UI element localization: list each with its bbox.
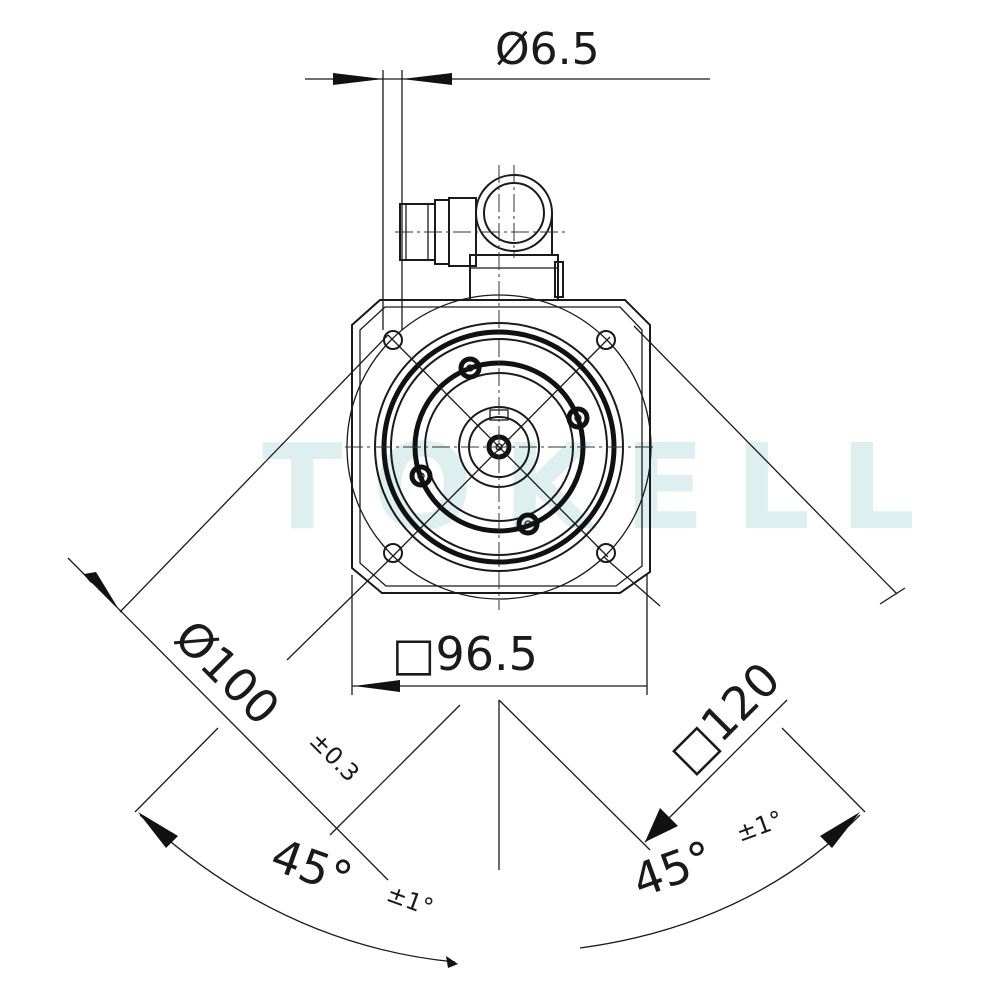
angle-left-label: 45° [264,828,359,907]
angle-right-tolerance: ±1° [732,805,786,848]
center-lines [345,165,655,610]
connector [399,174,564,301]
pitch-circle-label: Ø100 [164,610,290,736]
flange-square-label: □96.5 [392,627,538,681]
mounting-holes [383,330,616,563]
pitch-tolerance-label: ±0.3 [304,726,365,787]
dim-flange-square: □96.5 [351,575,648,695]
inner-screws [409,356,590,536]
diagonal-lines [119,325,906,661]
hole-diameter-label: Ø6.5 [495,24,600,75]
watermark-text: TOKELL [262,418,945,556]
dim-pitch-circle: Ø100 ±0.3 [67,557,389,881]
angle-left-tolerance: ±1° [383,879,437,922]
dim-hole-diameter: Ø6.5 [305,24,710,330]
angle-right-label: 45° [625,830,720,909]
outer-square-label: □120 [660,652,791,783]
dim-angles: 45° ±1° 45° ±1° [134,699,866,968]
